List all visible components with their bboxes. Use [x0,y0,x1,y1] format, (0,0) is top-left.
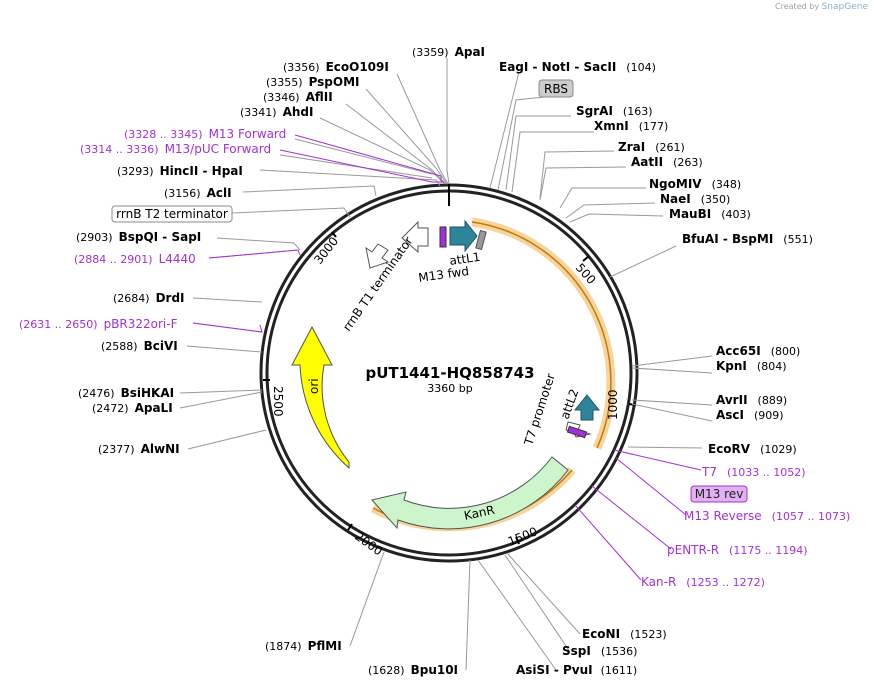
site-acc65i: Acc65I(800) [716,344,800,358]
site-aatii: AatII(263) [631,155,703,169]
site-avrii: AvrII(889) [716,393,787,407]
site-acli: (3156)AclI [164,186,232,200]
site-sspi: SspI(1536) [562,644,637,658]
plasmid-size: 3360 bp [427,382,472,395]
rrnb-t1-arrow [401,220,429,254]
primer-m13-reverse: M13 Reverse(1057 .. 1073) [684,509,850,523]
rbs-box: RBS [538,79,574,98]
tick-2000: 2000 [352,529,385,558]
site-alwni: (2377)AlwNI [98,442,180,456]
site-kpni: KpnI(804) [716,359,787,373]
kanr-feature [371,456,569,530]
plasmid-name: pUT1441-HQ858743 [365,364,534,382]
site-sgrai: SgrAI(163) [576,104,653,118]
site-aflii: (3346)AflII [263,90,333,104]
attl1-label: attL1 [448,250,481,268]
site-bspqi-sapi: (2903)BspQI - SapI [76,230,201,244]
site-apai: (3359)ApaI [412,45,485,59]
site-asci: AscI(909) [716,408,784,422]
site-maubi: MauBI(403) [669,207,751,221]
snapgene-brand: SnapGene [821,2,868,12]
t7-promoter-label: T7 promoter [521,372,558,448]
selection-arc-1-edge [471,221,612,449]
ori-feature [291,325,350,470]
rbs-label: RBS [544,82,568,96]
tick-2500: 2500 [271,386,285,417]
m13-rev-label: M13 rev [695,487,744,501]
rrnb-t2-box: rrnB T2 terminator [111,205,233,223]
rrnb-t2-label: rrnB T2 terminator [116,207,228,221]
attl2-label: attL2 [558,387,582,421]
primer-m13-puc-forward: (3314 .. 3336)M13/pUC Forward [80,142,271,156]
primer-pentr-r: pENTR-R(1175 .. 1194) [667,543,808,557]
attl2-arrow [573,394,601,421]
attl1-arrow [449,219,478,253]
m13-fwd-box [439,226,447,248]
site-xmni: XmnI(177) [594,119,668,133]
site-pspomi: (3355)PspOMI [266,75,360,89]
site-ecorv: EcoRV(1029) [708,442,797,456]
kanr-label: KanR [463,503,496,523]
site-drdi: (2684)DrdI [113,291,185,305]
primer-t7: T7(1033 .. 1052) [701,465,806,479]
site-apali: (2472)ApaLI [92,401,173,415]
site-bcivi: (2588)BciVI [101,339,178,353]
site-eagi-noti-sacii: EagI - NotI - SacII(104) [499,60,656,74]
site-naei: NaeI(350) [660,192,730,206]
primer-l4440: (2884 .. 2901)L4440 [74,252,196,266]
rrnb-t2-arrow [365,243,390,269]
leader-lines [179,58,713,671]
primer-kan-r: Kan-R(1253 .. 1272) [641,575,765,589]
site-asisi-pvui: AsiSI - PvuI(1611) [516,663,637,677]
ori-label: ori [307,378,321,394]
site-ahdi: (3341)AhdI [240,105,313,119]
credit-prefix: Created by [775,2,820,11]
site-ecoo109i: (3356)EcoO109I [283,60,389,74]
site-ngomiv: NgoMIV(348) [649,177,741,191]
m13-rev-box [566,425,588,439]
m13-rev-box-label: M13 rev [690,485,748,503]
site-econi: EcoNI(1523) [582,627,667,641]
primer-leader-lines [192,134,702,581]
site-zrai: ZraI(261) [618,140,685,154]
site-labels: (3359)ApaI (3356)EcoO109I (3355)PspOMI (… [76,45,813,677]
snapgene-credit: Created by SnapGene [775,2,868,12]
m13-fwd-label: M13 fwd [417,264,469,285]
attl1-end-box [475,229,487,251]
site-hincii-hpai: (3293)HincII - HpaI [117,164,243,178]
primer-m13-forward: (3328 .. 3345)M13 Forward [124,127,286,141]
site-pflmi: (1874)PflMI [265,639,342,653]
site-bfuai-bspmi: BfuAI - BspMI(551) [682,232,813,246]
site-bpu10i: (1628)Bpu10I [368,663,458,677]
primer-pbr322ori-f: (2631 .. 2650)pBR322ori-F [19,317,178,331]
primer-labels: (3328 .. 3345)M13 Forward (3314 .. 3336)… [19,127,850,589]
site-bsihkai: (2476)BsiHKAI [78,386,174,400]
tick-1000: 1000 [606,389,620,420]
